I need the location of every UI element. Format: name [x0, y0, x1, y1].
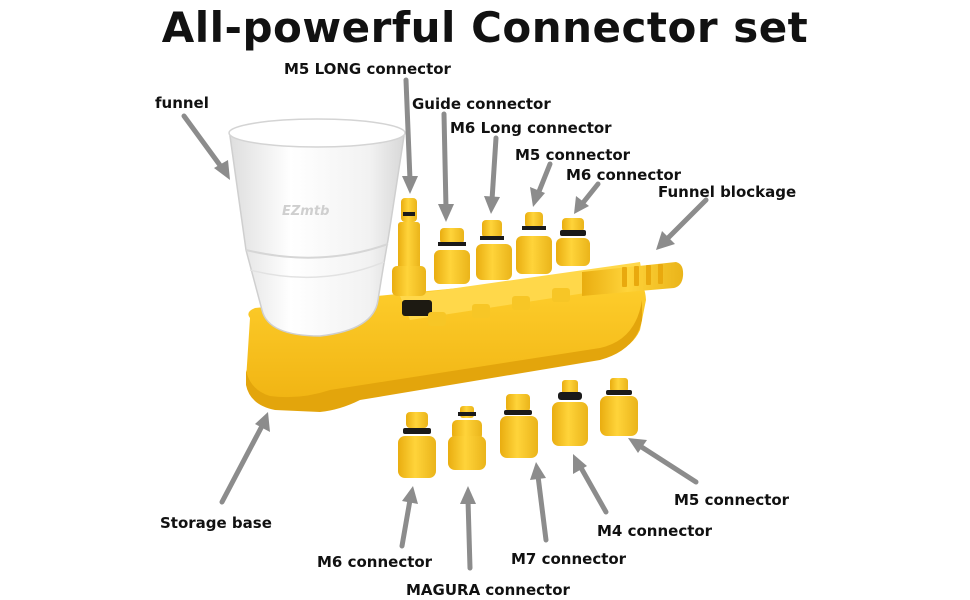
arrow-m6-long: [489, 135, 499, 203]
label-m6-connector-bottom: M6 connector: [317, 553, 433, 571]
arrow-storage-base: [219, 423, 265, 505]
guide-connector-part: [434, 228, 470, 284]
arrow-guide: [441, 111, 449, 211]
label-m5-long-connector: M5 LONG connector: [284, 60, 451, 78]
arrow-m6-top: [579, 181, 601, 207]
label-guide-connector: Guide connector: [412, 95, 551, 113]
label-m5-connector-top: M5 connector: [515, 146, 631, 164]
m6-long-connector-part: [476, 220, 512, 280]
arrow-m4: [577, 463, 609, 515]
arrow-m5-top: [535, 161, 553, 197]
arrow-m5-long: [403, 77, 413, 183]
m4-connector-part: [552, 380, 588, 446]
arrow-m7: [535, 473, 549, 543]
m5-long-connector-part: [392, 198, 426, 296]
label-funnel: funnel: [155, 94, 209, 112]
label-m5-connector-bottom: M5 connector: [674, 491, 790, 509]
label-funnel-blockage: Funnel blockage: [658, 183, 797, 201]
arrow-m6-bottom: [399, 497, 413, 549]
arrow-funnel: [181, 113, 225, 171]
magura-connector-part: [448, 406, 486, 470]
m6-top-connector-part: [556, 218, 590, 266]
callout-arrows: [181, 77, 709, 571]
funnel-brand-text: EZmtb: [282, 204, 329, 219]
arrow-funnel-blockage: [665, 197, 709, 241]
label-m6-long-connector: M6 Long connector: [450, 119, 612, 137]
m5-bottom-connector-part: [600, 378, 638, 436]
arrow-m5-bottom: [637, 443, 699, 485]
label-m6-connector-top: M6 connector: [566, 166, 682, 184]
label-storage-base: Storage base: [160, 514, 272, 532]
label-magura-connector: MAGURA connector: [406, 581, 570, 599]
m7-connector-part: [500, 394, 538, 458]
funnel-cup: EZmtb: [228, 118, 406, 337]
label-m7-connector: M7 connector: [511, 550, 627, 568]
arrow-magura: [465, 497, 473, 571]
mounted-connectors: [392, 198, 590, 296]
label-m4-connector: M4 connector: [597, 522, 713, 540]
loose-connectors: [398, 378, 638, 478]
page-title: All-powerful Connector set: [161, 3, 809, 52]
m6-bottom-connector-part: [398, 412, 436, 478]
funnel-blockage-stick: [582, 262, 684, 296]
m5-top-connector-part: [516, 212, 552, 274]
